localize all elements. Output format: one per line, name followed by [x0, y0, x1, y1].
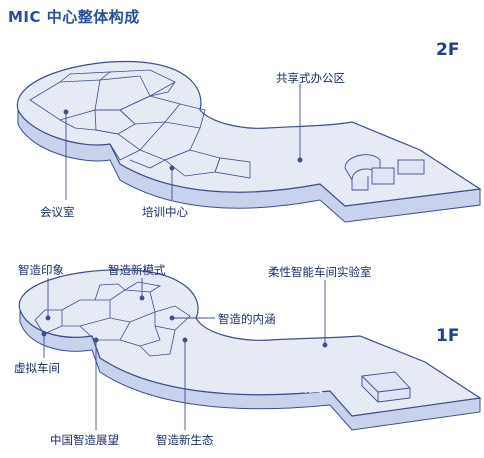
- floor-1f-watermark: 一层: [282, 372, 326, 396]
- label-shared-office: 共享式办公区: [276, 71, 345, 85]
- page-title: MIC 中心整体构成: [8, 8, 140, 26]
- floor-1f-rooms: [34, 281, 191, 357]
- leaders-1f: [41, 278, 328, 430]
- label-meeting-room: 会议室: [40, 205, 75, 219]
- label-print: 智造印象: [18, 263, 64, 277]
- label-connotation: 智造的内涵: [218, 312, 276, 326]
- floor-1f-tag: 1F: [436, 326, 460, 346]
- floor-2f-tag: 2F: [436, 40, 460, 60]
- floor-2f: [16, 60, 482, 223]
- label-flex-lab: 柔性智能车间实验室: [268, 265, 372, 279]
- label-new-mode: 智造新模式: [108, 263, 166, 277]
- floor-2f-top: [16, 60, 482, 207]
- floor-1f: [18, 269, 482, 431]
- label-outlook: 中国智造展望: [50, 433, 119, 447]
- floor-1f-lab-block: [361, 371, 411, 403]
- label-ecology: 智造新生态: [156, 433, 214, 447]
- label-virtual-workshop: 虚拟车间: [14, 361, 60, 375]
- floor-2f-watermark: 二层: [262, 164, 306, 188]
- floor-2f-rooms: [29, 69, 251, 179]
- label-training-center: 培训中心: [142, 205, 188, 219]
- leaders-2f: [63, 84, 303, 200]
- floor-2f-stair: [344, 154, 425, 191]
